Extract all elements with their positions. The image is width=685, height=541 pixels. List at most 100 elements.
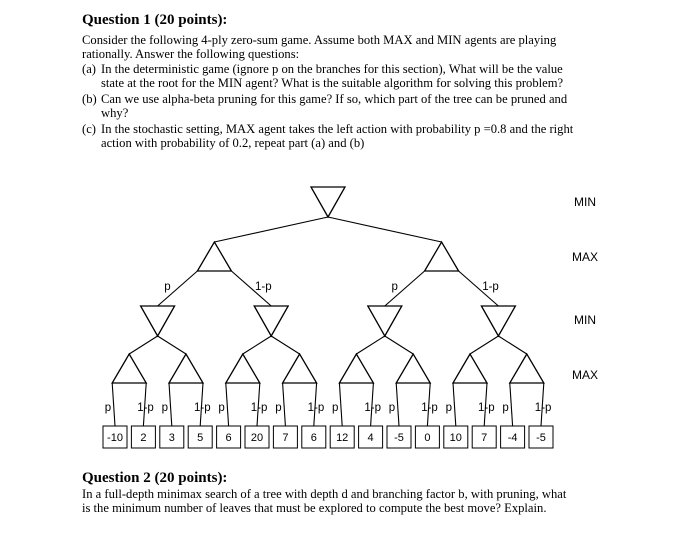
branch-p-label: p xyxy=(446,402,452,414)
max-node xyxy=(508,352,545,384)
question-2-text: In a full-depth minimax search of a tree… xyxy=(82,487,612,515)
tree-edge xyxy=(356,335,386,355)
branch-1-p-label: 1-p xyxy=(421,402,438,414)
max-node xyxy=(167,352,205,384)
branch-p-label: p xyxy=(389,402,395,414)
level-label-max: MAX xyxy=(572,368,598,382)
part-c-line-2: action with probability of 0.2, repeat p… xyxy=(101,136,365,150)
min-node xyxy=(139,305,176,338)
leaf-box xyxy=(102,425,128,449)
level-label-min: MIN xyxy=(574,313,596,327)
branch-p-label: p xyxy=(275,402,281,414)
leaf-value: 2 xyxy=(140,432,146,444)
part-b-label: (b) xyxy=(82,92,97,106)
branch-p-label: p xyxy=(164,281,170,293)
part-c-label: (c) xyxy=(82,122,96,136)
tree-edge xyxy=(509,382,514,427)
question-1-title: Question 1 (20 points): xyxy=(82,12,228,28)
leaf-value: 6 xyxy=(311,432,317,444)
min-node xyxy=(253,305,290,338)
leaf-value: -5 xyxy=(394,432,404,444)
tree-edge xyxy=(157,335,187,355)
max-node xyxy=(423,240,460,272)
question-2-line-1: In a full-depth minimax search of a tree… xyxy=(82,487,567,501)
tree-edge xyxy=(142,382,147,427)
max-node xyxy=(281,352,318,384)
leaf-box xyxy=(187,425,213,449)
branch-p-label: p xyxy=(332,402,338,414)
max-node xyxy=(224,352,261,384)
level-labels: MIN MAX MIN MAX xyxy=(572,195,598,382)
tree-edge xyxy=(231,270,272,307)
question-2-line-2: is the minimum number of leaves that mus… xyxy=(82,501,547,515)
leaf-box xyxy=(272,425,298,449)
tree-edge xyxy=(540,382,545,427)
level-label-max: MAX xyxy=(572,250,598,264)
branch-p-label: p xyxy=(162,402,168,414)
level-label-min: MIN xyxy=(574,195,596,209)
tree-edge xyxy=(370,382,374,427)
leaf-box xyxy=(216,425,242,449)
leaf-value: 7 xyxy=(282,432,288,444)
tree-edge xyxy=(128,335,158,355)
leaf-value: 10 xyxy=(450,432,462,444)
root-min-node xyxy=(309,186,347,219)
leaf-box xyxy=(159,425,185,449)
tree-edge xyxy=(270,335,300,355)
leaf-box xyxy=(500,425,526,449)
branch-1-p-label: 1-p xyxy=(251,402,268,414)
tree-edge xyxy=(426,382,431,427)
leaf-box xyxy=(130,425,156,449)
max-node xyxy=(395,352,432,384)
question-1-intro-line-1: Consider the following 4-ply zero-sum ga… xyxy=(82,33,557,47)
branch-1-p-label: 1-p xyxy=(478,402,495,414)
part-b-line-2: why? xyxy=(101,106,129,120)
leaf-value: 12 xyxy=(336,432,348,444)
min-node xyxy=(366,305,403,338)
branch-1-p-label: 1-p xyxy=(364,402,381,414)
leaf-box xyxy=(386,425,412,449)
tree-edge xyxy=(157,270,198,307)
tree-edge xyxy=(242,335,272,355)
branch-p-label: p xyxy=(391,281,397,293)
leaf-value: 20 xyxy=(251,432,263,444)
tree-edge xyxy=(313,382,318,427)
tree-nodes xyxy=(111,186,545,384)
branch-1-p-label: 1-p xyxy=(308,402,325,414)
leaf-box xyxy=(329,425,355,449)
part-b-line-1: Can we use alpha-beta pruning for this g… xyxy=(101,92,568,106)
max-node xyxy=(111,352,148,384)
tree-edge xyxy=(327,216,442,243)
tree-edge xyxy=(452,382,457,427)
tree-edge xyxy=(469,335,499,355)
question-1-intro-line-2: rationally. Answer the following questio… xyxy=(82,47,300,61)
leaf-box xyxy=(358,425,384,449)
branch-1-p-label: 1-p xyxy=(194,402,211,414)
leaf-value: 3 xyxy=(169,432,175,444)
branch-1-p-label: 1-p xyxy=(535,402,552,414)
tree-edge xyxy=(111,382,116,427)
leaf-box xyxy=(443,425,469,449)
part-a-line-1: In the deterministic game (ignore p on t… xyxy=(101,62,563,76)
tree-edge xyxy=(168,382,173,427)
branch-1-p-label: 1-p xyxy=(137,402,154,414)
question-2-title: Question 2 (20 points): xyxy=(82,470,228,486)
max-node xyxy=(451,352,489,384)
tree-edge xyxy=(483,382,488,427)
part-a-label: (a) xyxy=(82,62,96,76)
tree-edge xyxy=(458,270,499,307)
leaf-value: 7 xyxy=(481,432,487,444)
leaf-value: 0 xyxy=(424,432,430,444)
leaf-value: 6 xyxy=(226,432,232,444)
branch-p-label: p xyxy=(502,402,508,414)
tree-edge xyxy=(384,270,425,307)
tree-edge xyxy=(395,382,400,427)
branch-1-p-label: 1-p xyxy=(482,281,499,293)
tree-edge xyxy=(384,335,414,355)
part-c-line-1: In the stochastic setting, MAX agent tak… xyxy=(101,122,574,136)
tree-edge xyxy=(214,216,329,243)
leaf-box xyxy=(301,425,327,449)
min-node xyxy=(480,305,517,338)
leaf-value: -4 xyxy=(508,432,518,444)
